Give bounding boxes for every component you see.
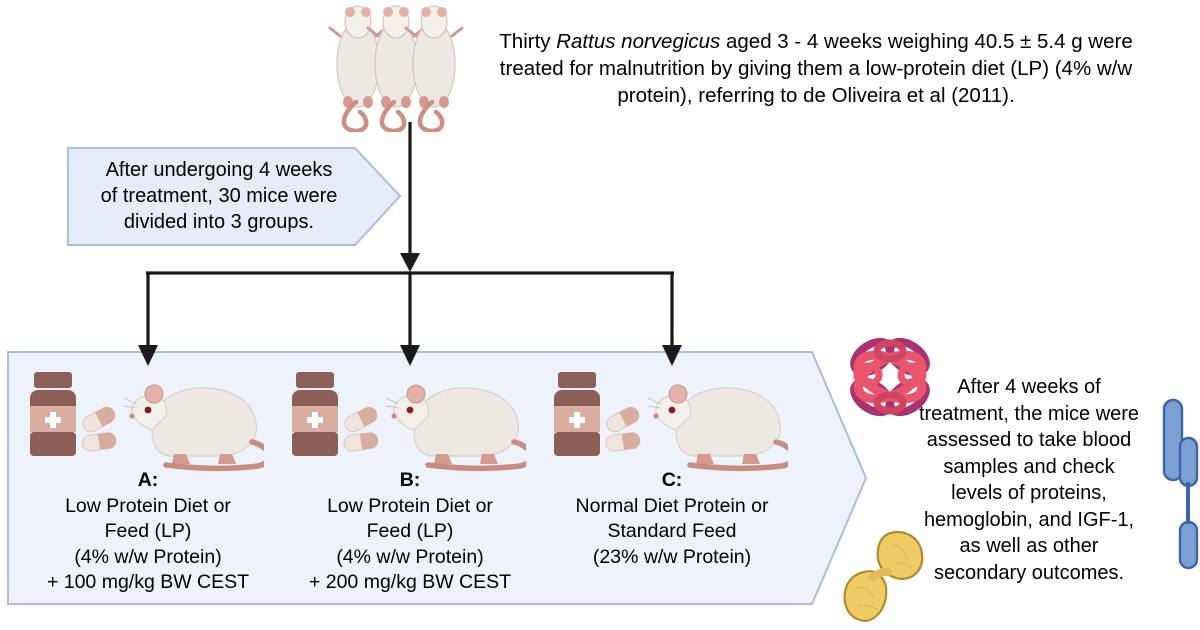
group-a-line2: Feed (LP) xyxy=(104,520,192,542)
intro-line1-a: Thirty xyxy=(499,30,557,53)
outcome-line6: hemoglobin, and IGF-1, xyxy=(923,508,1135,531)
capsule-pills-icon xyxy=(343,406,379,452)
outcome-line4: samples and check xyxy=(943,455,1115,478)
medicine-bottle-icon xyxy=(292,372,338,456)
branch-arrow-a xyxy=(138,345,158,366)
group-b-icons xyxy=(292,372,526,471)
outcome-line7: as well as other xyxy=(959,535,1099,557)
capsule-pills-icon xyxy=(605,406,641,452)
intro-line2: g were treated for malnutrition by givin… xyxy=(499,30,1133,80)
group-b-line4: + 200 mg/kg BW CEST xyxy=(308,571,512,593)
callout-line2: of treatment, 30 mice were xyxy=(100,185,338,207)
group-a-line1: Low Protein Diet or xyxy=(65,494,231,517)
outcome-line3: assessed to take blood xyxy=(926,429,1132,451)
group-c-line2: Standard Feed xyxy=(607,520,737,542)
group-b-line2: Feed (LP) xyxy=(366,520,454,542)
medicine-bottle-icon xyxy=(554,372,600,456)
group-c-line3: (23% w/w Protein) xyxy=(592,545,752,568)
outcome-line1: After 4 weeks of xyxy=(957,376,1101,398)
group-b-line1: Low Protein Diet or xyxy=(327,494,493,517)
rat-side-view-icon xyxy=(647,384,788,471)
intro-line3: diet (LP) (4% w/w protein), referring to… xyxy=(617,57,1133,107)
species-name: Rattus norvegicus xyxy=(556,30,721,53)
outcome-line2: treatment, the mice were xyxy=(918,402,1140,425)
group-c-line1: Normal Diet Protein or xyxy=(575,494,769,517)
intro-line1-b: aged 3 - 4 weeks weighing 40.5 ± 5.4 xyxy=(720,30,1066,53)
medicine-bottle-icon xyxy=(30,372,76,456)
outcome-paragraph: After 4 weeks of treatment, the mice wer… xyxy=(893,374,1165,586)
group-label-a: A: Low Protein Diet or Feed (LP) (4% w/w… xyxy=(10,468,286,596)
callout-text: After undergoing 4 weeks of treatment, 3… xyxy=(74,157,364,235)
group-c-icons xyxy=(554,372,788,471)
igf1-receptor-icon xyxy=(1162,398,1199,570)
outcome-line8: secondary outcomes. xyxy=(933,561,1125,584)
group-a-line3: (4% w/w Protein) xyxy=(74,545,222,568)
capsule-pills-icon xyxy=(81,406,117,452)
callout-shape xyxy=(67,147,402,246)
callout-line3: divided into 3 groups. xyxy=(123,211,315,233)
intro-paragraph: Thirty Rattus norvegicus aged 3 - 4 week… xyxy=(466,28,1166,109)
group-c-id: C: xyxy=(661,469,683,491)
branch-arrow-c xyxy=(662,345,682,366)
hemoglobin-protein-icon xyxy=(850,337,930,417)
branch-arrow-b xyxy=(400,345,420,366)
group-b-id: B: xyxy=(399,469,421,491)
group-a-icons xyxy=(30,372,264,471)
rat-side-view-icon xyxy=(385,384,526,471)
three-rats-icon xyxy=(328,5,464,132)
callout-line1: After undergoing 4 weeks xyxy=(105,159,333,181)
igf1-protein-icon xyxy=(843,530,924,622)
group-label-b: B: Low Protein Diet or Feed (LP) (4% w/w… xyxy=(272,468,548,596)
rat-side-view-icon xyxy=(123,384,264,471)
group-a-id: A: xyxy=(137,469,159,491)
group-a-line4: + 100 mg/kg BW CEST xyxy=(46,571,250,593)
group-b-line3: (4% w/w Protein) xyxy=(336,545,484,568)
main-arrow-head xyxy=(400,253,420,272)
group-label-c: C: Normal Diet Protein or Standard Feed … xyxy=(534,468,810,570)
outcome-line5: levels of proteins, xyxy=(951,482,1107,504)
